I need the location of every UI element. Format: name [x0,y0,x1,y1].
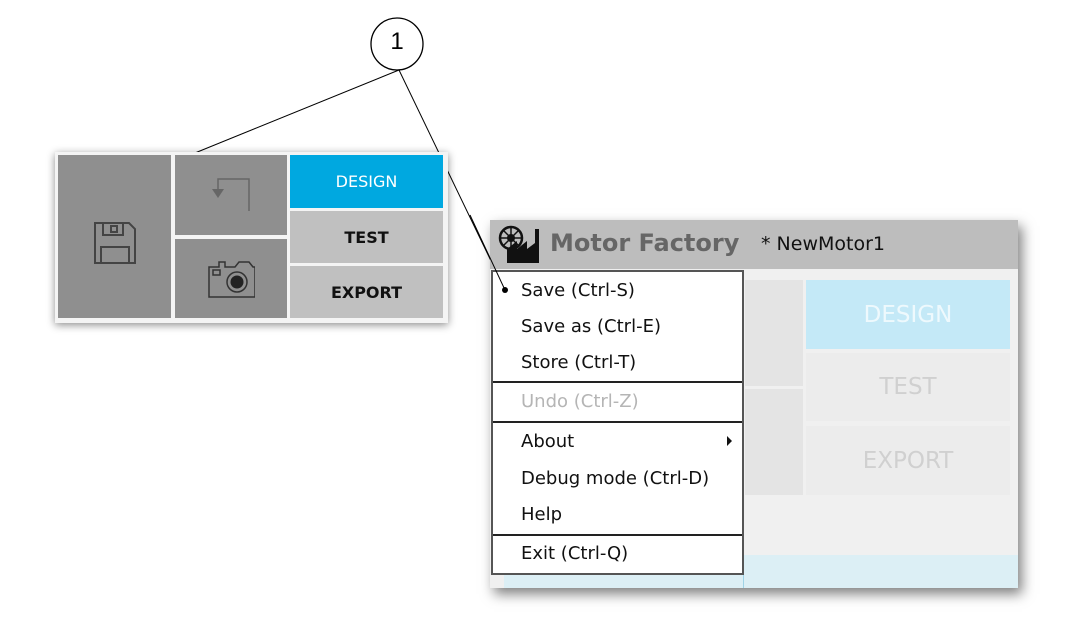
save-button[interactable] [58,155,171,318]
callout-number: 1 [390,28,404,55]
tab-test[interactable]: TEST [290,211,443,263]
file-menu: Save (Ctrl-S) Save as (Ctrl-E) Store (Ct… [491,270,744,575]
menu-item-exit[interactable]: Exit (Ctrl-Q) [521,543,629,564]
tab-design[interactable]: DESIGN [806,280,1010,349]
menu-item-save[interactable]: Save (Ctrl-S) [521,280,635,301]
undo-button[interactable] [175,155,287,235]
menu-separator [493,534,742,536]
tab-export[interactable]: EXPORT [290,266,443,318]
undo-button-bg[interactable] [745,280,803,386]
camera-button-bg[interactable] [745,389,803,495]
tab-test[interactable]: TEST [806,353,1010,421]
camera-icon [208,260,255,298]
camera-button[interactable] [175,239,287,318]
toolbar-panel: DESIGN TEST EXPORT [55,152,448,323]
app-logo-icon [498,225,539,263]
menu-item-store[interactable]: Store (Ctrl-T) [521,352,637,373]
menu-item-save-as[interactable]: Save as (Ctrl-E) [521,316,661,337]
menu-separator [493,381,742,383]
app-window: Motor Factory * NewMotor1 DESIGN TEST EX… [490,220,1018,588]
document-title: * NewMotor1 [761,233,885,255]
submenu-arrow-icon [727,436,732,446]
menu-item-help[interactable]: Help [521,504,563,525]
tab-design[interactable]: DESIGN [290,155,443,208]
menu-item-undo: Undo (Ctrl-Z) [521,391,639,412]
menu-item-about[interactable]: About [521,431,575,452]
menu-separator [493,421,742,423]
callout-circle [370,17,424,71]
undo-icon [212,178,250,211]
title-bar: Motor Factory * NewMotor1 [490,220,1018,269]
app-name: Motor Factory [550,229,740,257]
tab-export[interactable]: EXPORT [806,426,1010,495]
menu-item-debug-mode[interactable]: Debug mode (Ctrl-D) [521,468,710,489]
save-icon [93,221,136,264]
